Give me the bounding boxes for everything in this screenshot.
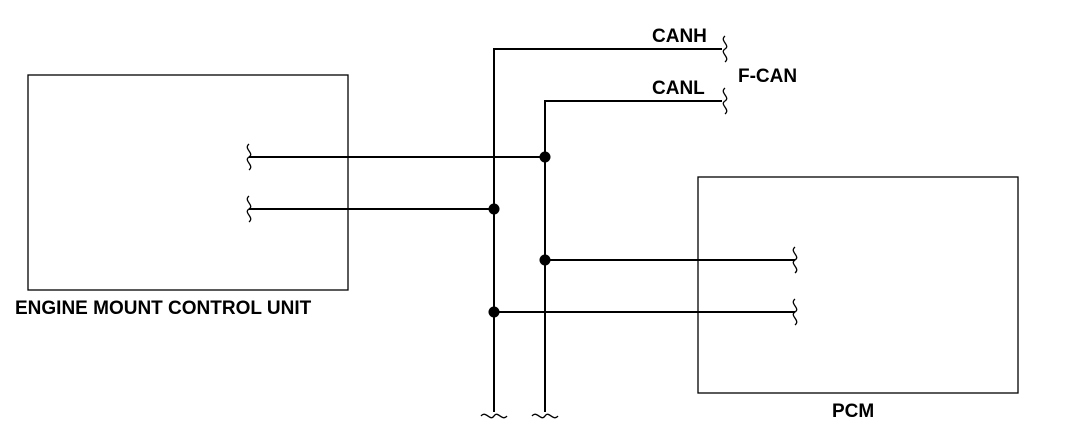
splice-point [488, 306, 500, 318]
splice-point [539, 254, 551, 266]
pcm-box [697, 176, 1019, 394]
canl-label: CANL [652, 78, 705, 99]
break-mark [792, 246, 798, 274]
engine-mount-control-unit-label: ENGINE MOUNT CONTROL UNIT [15, 298, 312, 319]
f-can-label: F-CAN [738, 66, 797, 87]
break-mark [792, 298, 798, 326]
engine-mount-control-unit-box [27, 74, 349, 291]
break-mark [531, 413, 559, 419]
break-mark [722, 87, 728, 115]
canl-wire [544, 100, 722, 412]
break-mark [246, 195, 252, 223]
splice-point [539, 151, 551, 163]
pcm-label: PCM [832, 401, 874, 422]
canh-label: CANH [652, 26, 707, 47]
break-mark [246, 143, 252, 171]
canh-wire [493, 48, 722, 412]
splice-point [488, 203, 500, 215]
break-mark [722, 35, 728, 63]
break-mark [480, 413, 508, 419]
